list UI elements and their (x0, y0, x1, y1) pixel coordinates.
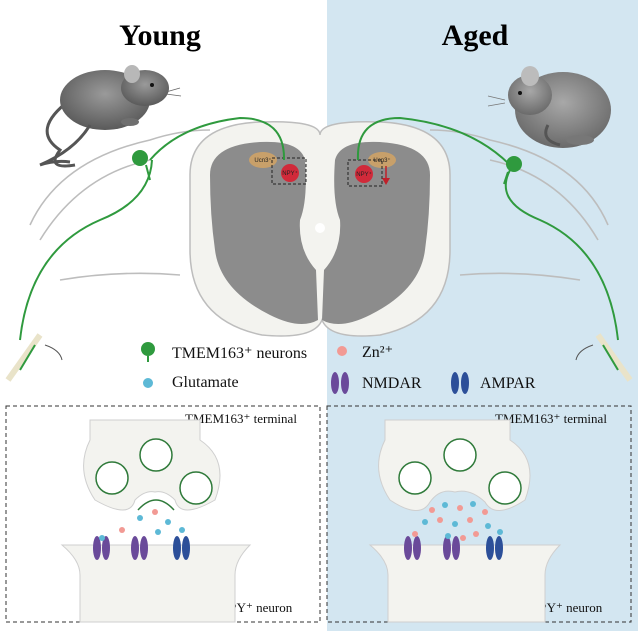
tmem163-fibers (19, 116, 619, 341)
npy-right-cell: NPY⁺ (347, 159, 390, 187)
young-synapse-panel: TMEM163⁺ terminal NPY⁺ neuron (5, 405, 321, 623)
legend-glutamate: Glutamate (143, 374, 239, 391)
ucn3-left-cell: Ucn3⁺ (249, 152, 277, 168)
spinal-cord-section (189, 121, 451, 337)
young-released-particles (99, 509, 185, 541)
svg-text:Glutamate: Glutamate (172, 374, 239, 391)
ucn3-right-cell: Ucn3⁺ (368, 152, 396, 168)
svg-text:Ucn3⁺: Ucn3⁺ (373, 157, 390, 164)
svg-text:TMEM163⁺ terminal: TMEM163⁺ terminal (185, 411, 297, 426)
svg-text:TMEM163⁺ neurons: TMEM163⁺ neurons (172, 345, 307, 362)
legend-tmem-neurons: TMEM163⁺ neurons (141, 342, 307, 362)
legend-nmdar: NMDAR (331, 372, 422, 394)
legend-ampar: AMPAR (451, 372, 536, 394)
svg-text:NPY⁺ neuron: NPY⁺ neuron (530, 600, 603, 615)
svg-text:AMPAR: AMPAR (480, 375, 536, 392)
tmem163-right-soma (506, 156, 522, 172)
svg-text:Zn²⁺: Zn²⁺ (362, 344, 393, 361)
aged-nmdar-receptors (404, 536, 460, 560)
aged-ampar-receptors (486, 536, 503, 560)
aged-synapse-panel: TMEM163⁺ terminal NPY⁺ neuron (326, 405, 632, 623)
svg-text:Ucn3⁺: Ucn3⁺ (254, 157, 271, 164)
young-ampar-receptors (173, 536, 190, 560)
legend-zinc: Zn²⁺ (337, 344, 393, 361)
legend: TMEM163⁺ neurons Glutamate Zn²⁺ NMDAR AM… (141, 342, 536, 394)
young-title: Young (119, 19, 201, 52)
young-vesicles (95, 438, 213, 511)
svg-text:NMDAR: NMDAR (362, 375, 422, 392)
npy-left-cell: NPY⁺ (271, 157, 307, 185)
skin-probe-left-icon (5, 333, 63, 382)
svg-text:NPY⁺: NPY⁺ (356, 171, 372, 178)
skin-probe-right-icon (575, 333, 633, 382)
svg-text:NPY⁺: NPY⁺ (282, 170, 298, 177)
aged-released-particles (412, 501, 503, 541)
young-mouse-icon (39, 65, 182, 168)
aged-title: Aged (442, 19, 509, 52)
svg-text:TMEM163⁺ terminal: TMEM163⁺ terminal (495, 411, 607, 426)
aged-mouse-icon (487, 66, 611, 148)
aged-vesicles (398, 438, 522, 505)
young-nmdar-receptors (93, 536, 148, 560)
svg-text:NPY⁺ neuron: NPY⁺ neuron (220, 600, 293, 615)
tmem163-left-soma (132, 150, 148, 166)
